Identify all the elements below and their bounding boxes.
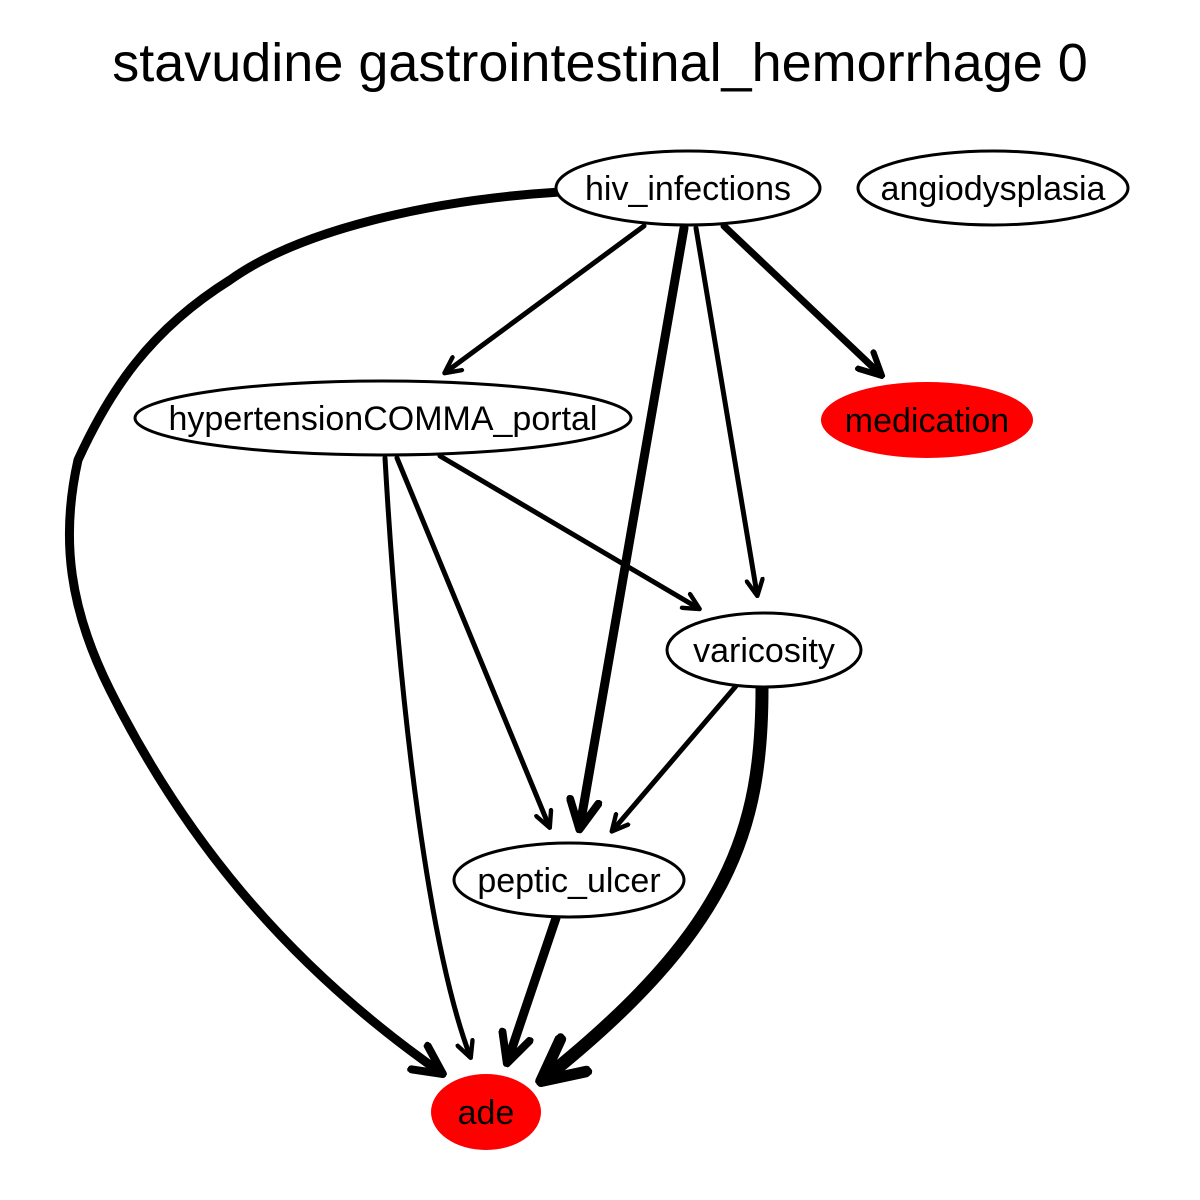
- node-label-ade: ade: [458, 1094, 515, 1132]
- node-label-peptic_ulcer: peptic_ulcer: [477, 862, 660, 900]
- node-shape-medication: [821, 382, 1033, 458]
- node-ade: ade: [431, 1074, 541, 1150]
- node-label-hiv_infections: hiv_infections: [585, 170, 791, 208]
- edge-hypertension_portal-to-peptic_ulcer: [394, 455, 549, 826]
- edge-hypertension_portal-to-varicosity: [437, 453, 698, 608]
- node-hiv_infections: hiv_infections: [554, 149, 822, 227]
- node-angiodysplasia: angiodysplasia: [856, 149, 1130, 227]
- node-label-varicosity: varicosity: [693, 632, 835, 670]
- edge-hiv_infections-to-varicosity: [693, 225, 757, 594]
- node-shape-hiv_infections: [554, 149, 822, 227]
- node-shape-hypertension_portal: [133, 379, 633, 457]
- edges-layer: [64, 187, 880, 1078]
- node-shape-ade: [431, 1074, 541, 1150]
- nodes-layer: hiv_infections angiodysplasia hypertension…: [133, 149, 1130, 1150]
- edge-hiv_infections-to-ade: [64, 187, 565, 1072]
- edge-peptic_ulcer-to-ade: [508, 913, 561, 1060]
- node-label-angiodysplasia: angiodysplasia: [881, 170, 1106, 208]
- node-hypertension_portal: hypertensionCOMMA_portal: [133, 379, 633, 457]
- edge-hypertension_portal-to-ade: [382, 455, 470, 1056]
- node-shape-peptic_ulcer: [452, 841, 686, 919]
- edge-hiv_infections-to-hypertension_portal: [446, 223, 647, 372]
- edge-varicosity-to-ade: [545, 681, 769, 1078]
- node-shape-angiodysplasia: [856, 149, 1130, 227]
- node-medication: medication: [821, 382, 1033, 458]
- node-shape-varicosity: [665, 611, 863, 689]
- node-peptic_ulcer: peptic_ulcer: [452, 841, 686, 919]
- node-label-hypertension_portal: hypertensionCOMMA_portal: [169, 400, 598, 438]
- node-varicosity: varicosity: [665, 611, 863, 689]
- edge-hiv_infections-to-peptic_ulcer: [580, 223, 689, 826]
- edge-hiv_infections-to-medication: [720, 222, 880, 374]
- page-title: stavudine gastrointestinal_hemorrhage 0: [112, 33, 1088, 93]
- node-label-medication: medication: [845, 402, 1009, 440]
- edge-varicosity-to-peptic_ulcer: [613, 683, 739, 830]
